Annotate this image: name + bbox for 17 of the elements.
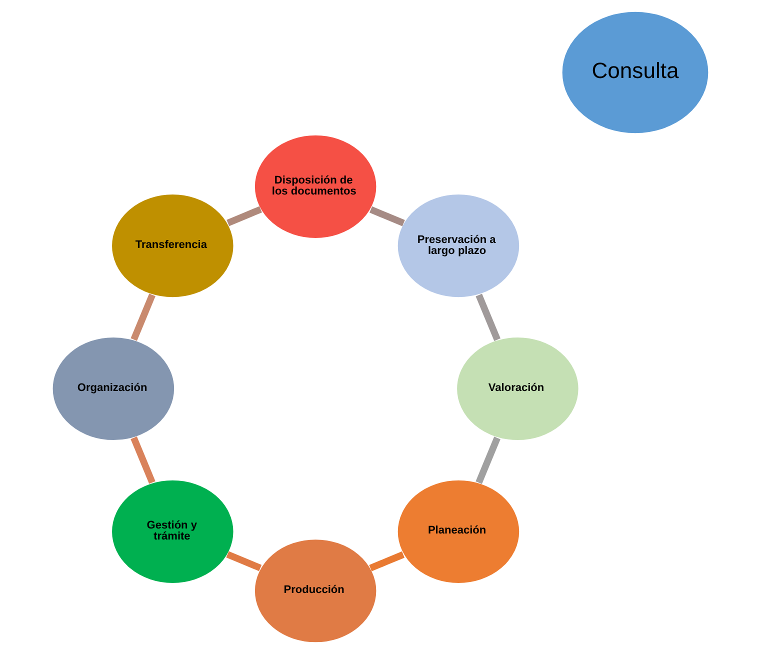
- node-ellipse: Disposición de los documentos: [254, 134, 378, 239]
- connector: [370, 206, 405, 226]
- node-ellipse: Organización: [52, 336, 175, 441]
- node-ellipse: Transferencia: [111, 194, 234, 298]
- connector: [226, 551, 262, 572]
- connector: [476, 294, 501, 342]
- node-ellipse: Producción: [254, 538, 378, 644]
- node-ellipse: Gestión y trámite: [111, 480, 234, 584]
- node-ellipse: Valoración: [456, 336, 580, 441]
- connector: [476, 436, 500, 484]
- node-ellipse: Planeación: [397, 480, 520, 584]
- connector: [226, 206, 262, 226]
- connector: [369, 551, 405, 572]
- node-ellipse: Consulta: [561, 10, 710, 134]
- connector: [130, 436, 156, 484]
- connector: [130, 294, 156, 341]
- node-ellipse: Preservación a largo plazo: [397, 194, 520, 298]
